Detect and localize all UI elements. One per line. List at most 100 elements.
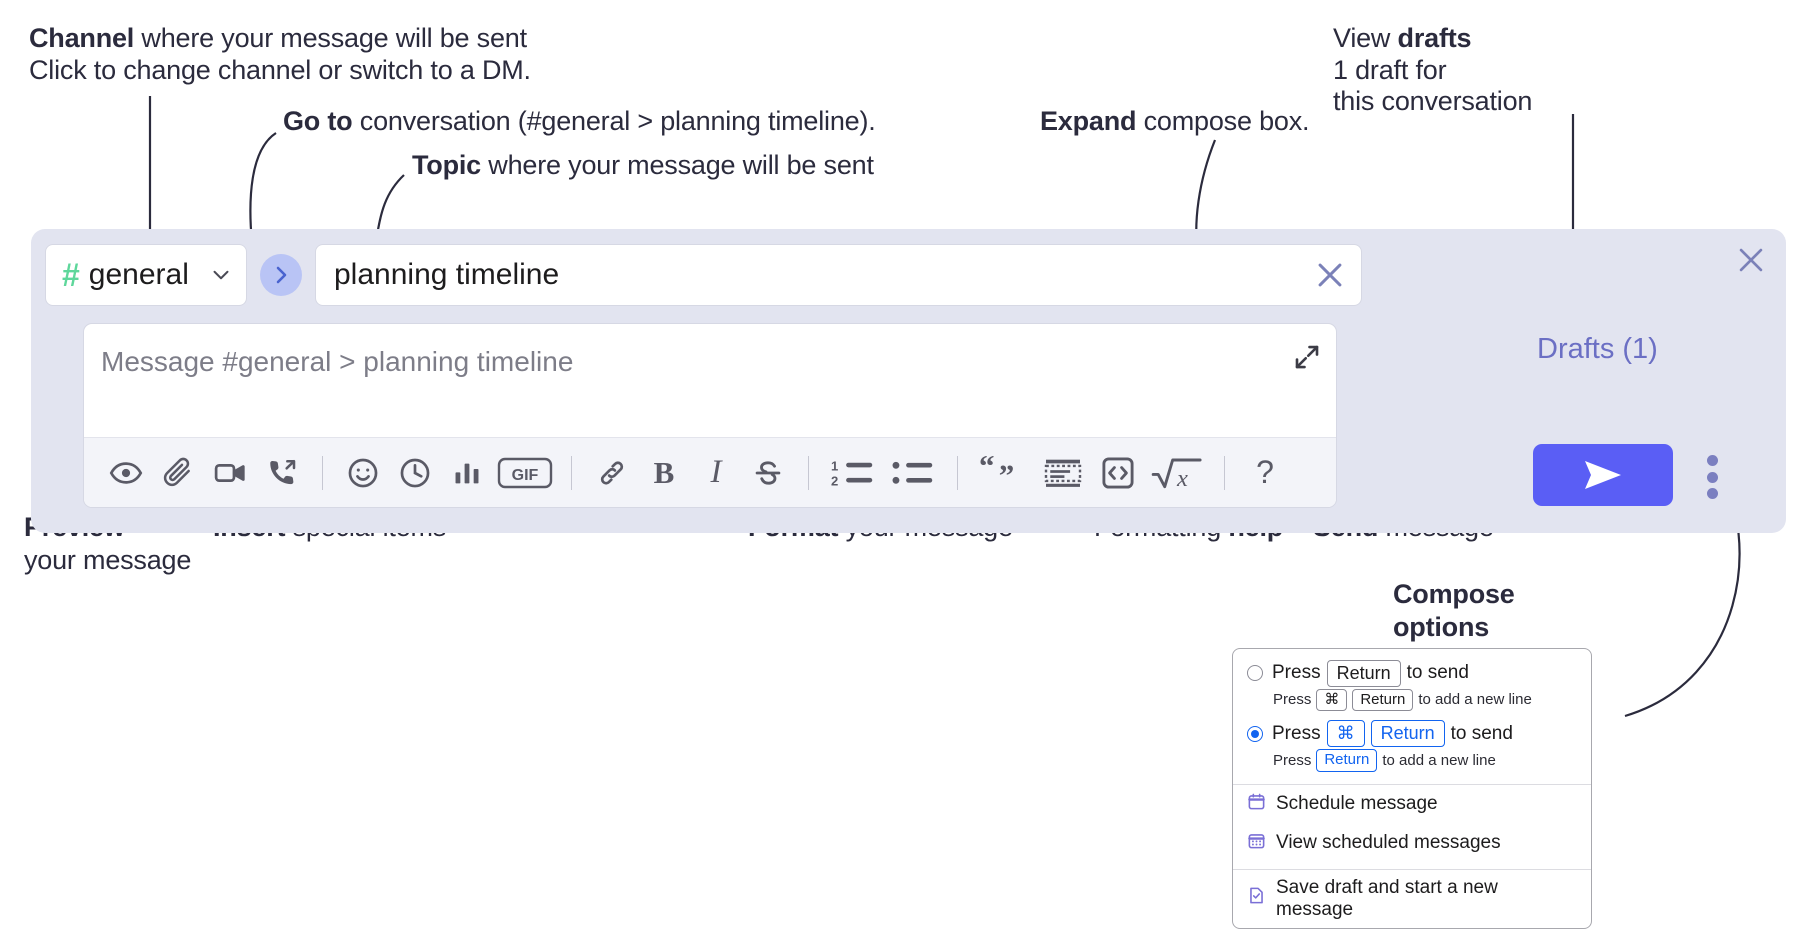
channel-selector[interactable]: # general [45,244,247,306]
hash-icon: # [62,257,80,293]
annotation-preview-rest: your message [24,545,192,575]
press-label-2: Press [1272,722,1321,744]
goto-conversation-button[interactable] [260,254,302,296]
compose-header-row: # general planning timeline [45,244,1362,306]
chevron-down-icon [208,262,234,288]
svg-text:“: “ [979,456,995,483]
toolbar-separator [571,455,572,490]
radio-label-1: Press Return to send [1272,660,1469,687]
bold-icon[interactable]: B [638,447,690,499]
clock-icon[interactable] [389,447,441,499]
video-camera-icon[interactable] [204,447,256,499]
toolbar-separator [322,455,323,490]
attachment-paperclip-icon[interactable] [152,447,204,499]
drafts-link[interactable]: Drafts (1) [1537,333,1658,365]
annotation-compose-bold-2: options [1393,612,1490,642]
formatting-toolbar: GIF B I 1 2 [84,437,1336,507]
menu-subtext-2: Press Return to add a new line [1233,747,1591,778]
ordered-list-icon[interactable]: 1 2 [823,447,883,499]
annotation-expand-rest: compose box. [1136,106,1310,136]
help-question-icon[interactable]: ? [1239,447,1291,499]
annotation-channel-rest: where your message will be sent [134,23,527,53]
menu-item-label: Save draft and start a new message [1276,876,1498,920]
menu-item-label: Schedule message [1276,793,1438,814]
close-icon[interactable] [1734,243,1768,277]
message-compose-box[interactable]: Message #general > planning timeline [83,323,1337,508]
key-return-sub-2: Return [1316,748,1378,772]
menu-item-schedule-message[interactable]: Schedule message [1233,785,1591,824]
bar-chart-icon[interactable] [441,447,493,499]
channel-name-label: general [88,258,189,291]
compose-options-button[interactable] [1700,455,1724,499]
menu-divider [1233,868,1591,870]
annotation-drafts-bold: drafts [1397,23,1472,53]
document-check-icon [1247,886,1266,911]
math-sqrt-icon[interactable]: x [1144,447,1210,499]
annotation-compose-bold-1: Compose [1393,579,1515,609]
radio-label-2: Press ⌘ Return to send [1272,720,1513,747]
annotation-channel-sub: Click to change channel or switch to a D… [29,55,531,85]
bold-label: B [653,454,675,490]
sub-suffix-2: to add a new line [1382,751,1496,769]
key-return-1: Return [1326,660,1401,687]
annotation-topic: Topic where your message will be sent [412,149,874,182]
calendar-grid-icon [1247,831,1266,856]
send-button[interactable] [1533,444,1673,506]
menu-item-save-draft[interactable]: Save draft and start a new message [1233,870,1591,928]
menu-subtext-1: Press ⌘ Return to add a new line [1233,687,1591,718]
blockquote-icon[interactable]: “ ” [972,447,1034,499]
emoji-smiley-icon[interactable] [337,447,389,499]
bulleted-list-icon[interactable] [883,447,943,499]
key-cmd-1: ⌘ [1316,688,1348,712]
italic-label: I [710,454,722,490]
menu-radio-return-to-send[interactable]: Press Return to send [1233,657,1591,687]
kebab-dot [1706,471,1718,483]
inline-code-icon[interactable] [1092,447,1144,499]
menu-radio-cmd-return-to-send[interactable]: Press ⌘ Return to send [1233,717,1591,747]
annotation-expand-bold: Expand [1040,106,1137,136]
menu-item-label: View scheduled messages [1276,832,1501,853]
key-return-2: Return [1370,720,1445,747]
close-icon[interactable] [1313,258,1347,292]
annotation-topic-bold: Topic [412,150,481,180]
menu-divider [1233,783,1591,785]
annotation-goto: Go to conversation (#general > planning … [283,105,876,138]
annotation-channel-bold: Channel [29,23,135,53]
annotation-channel: Channel where your message will be sent [29,22,527,55]
message-input-placeholder: Message #general > planning timeline [101,346,574,377]
press-label-1: Press [1272,662,1321,684]
compose-options-menu: Press Return to send Press ⌘ Return to a… [1232,648,1592,929]
sub-press-2: Press [1273,751,1312,769]
italic-icon[interactable]: I [690,447,742,499]
sub-press-1: Press [1273,691,1312,709]
svg-text:”: ” [999,457,1015,489]
svg-text:x: x [1176,465,1188,492]
gif-icon[interactable]: GIF [493,447,557,499]
compose-panel: # general planning timeline Message #gen… [31,229,1786,533]
menu-item-view-scheduled-messages[interactable]: View scheduled messages [1233,824,1591,863]
calendar-clock-icon [1247,792,1266,817]
annotation-topic-rest: where your message will be sent [481,150,874,180]
topic-input[interactable]: planning timeline [315,244,1362,306]
toolbar-separator [808,455,809,490]
kebab-dot [1706,455,1718,466]
svg-text:1: 1 [831,458,838,473]
strikethrough-icon[interactable] [742,447,794,499]
key-cmd-2: ⌘ [1326,720,1365,747]
toolbar-separator [957,455,958,490]
radio-selected-icon [1247,725,1263,742]
help-label: ? [1256,454,1274,490]
annotation-drafts-sub-2: this conversation [1333,86,1533,116]
annotation-goto-bold: Go to [283,106,353,136]
preview-icon[interactable] [100,447,152,499]
annotation-drafts-sub-1: 1 draft for [1333,55,1447,85]
link-icon[interactable] [586,447,638,499]
code-block-icon[interactable] [1034,447,1092,499]
phone-forward-icon[interactable] [256,447,308,499]
annotation-compose-1: Compose [1393,578,1515,611]
suffix-label-2: to send [1450,722,1513,744]
expand-icon[interactable] [1292,342,1322,372]
svg-text:2: 2 [831,473,838,488]
suffix-label-1: to send [1406,662,1469,684]
svg-text:GIF: GIF [512,467,539,484]
